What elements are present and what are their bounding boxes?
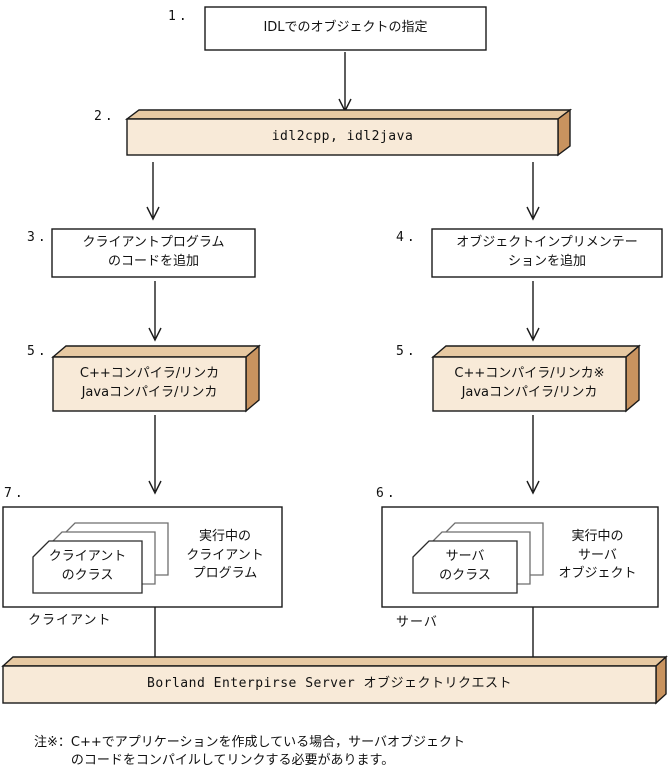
server-caption: サーバ — [396, 615, 438, 630]
arrowhead-step4-to-step5 — [526, 327, 540, 342]
box-step4 — [431, 228, 663, 278]
client-caption: クライアント — [28, 613, 112, 628]
footnote: 注※： C++でアプリケーションを作成している場合，サーバオブジェクト のコード… — [34, 734, 465, 770]
box-step2-top-face — [124, 109, 573, 120]
arrowhead-step5-to-step6 — [526, 480, 540, 495]
arrowhead-step3-to-step5 — [148, 327, 162, 342]
bus-bar-side-face — [655, 655, 667, 705]
arrowhead-step2-to-step3 — [146, 206, 160, 221]
footnote-prefix: 注※： — [34, 735, 71, 750]
arrow-layer — [146, 52, 540, 658]
arrowhead-step5-to-step7 — [148, 480, 162, 495]
server-class-card-front — [412, 540, 518, 594]
bus-bar-front-face — [2, 665, 657, 704]
client-class-card-front — [32, 540, 143, 594]
step2-number: 2. — [94, 109, 116, 124]
server-class-card-stack — [412, 522, 544, 594]
box-step5-right-side-face — [625, 344, 640, 413]
box-step5-right-3d — [431, 344, 641, 413]
step7-number: 7. — [4, 486, 26, 501]
box-step2-3d — [124, 108, 573, 157]
box-step2-front-face — [126, 118, 559, 156]
box-step5-left-top-face — [51, 345, 261, 358]
bus-bar-3d — [1, 655, 668, 705]
step6-number: 6. — [376, 486, 398, 501]
client-class-card-stack — [32, 522, 169, 594]
box-step5-right-top-face — [431, 345, 641, 358]
step5-right-number: 5. — [396, 344, 418, 359]
box-step3 — [51, 228, 256, 278]
bus-bar-top-face — [1, 656, 668, 667]
box-step5-left-3d — [51, 344, 261, 413]
box-step1 — [204, 6, 487, 51]
step1-number: 1. — [168, 9, 190, 24]
footnote-text: C++でアプリケーションを作成している場合，サーバオブジェクト のコードをコンパ… — [70, 735, 465, 768]
box-step5-right-front-face — [432, 356, 627, 412]
plain-box-layer — [2, 6, 663, 608]
box-step5-left-side-face — [245, 344, 260, 413]
box-step5-left-front-face — [52, 356, 247, 412]
arrowhead-step2-to-step4 — [526, 206, 540, 221]
step3-number: 3. — [27, 230, 49, 245]
step4-number: 4. — [396, 230, 418, 245]
step5-left-number: 5. — [27, 344, 49, 359]
